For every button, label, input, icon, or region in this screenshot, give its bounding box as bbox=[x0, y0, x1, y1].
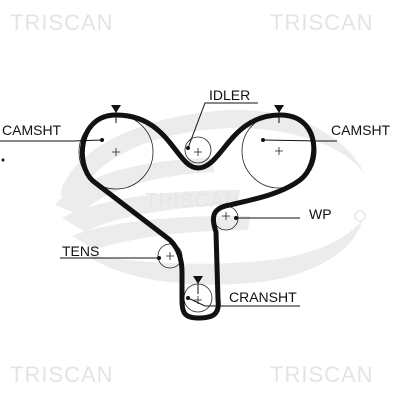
gates-logo-icon bbox=[55, 109, 366, 285]
timing-belt bbox=[79, 112, 317, 321]
label-camshaft-left: CAMSHT bbox=[2, 122, 62, 138]
crankshaft-leader bbox=[187, 297, 300, 307]
timing-mark-camshaft-left-icon bbox=[111, 105, 121, 113]
camshaft-left-leader bbox=[0, 139, 103, 142]
label-water-pump: WP bbox=[309, 206, 332, 222]
watermark-top-right: TRISCAN bbox=[270, 10, 374, 35]
camshaft-right-leader bbox=[262, 139, 337, 142]
label-crankshaft: CRANSHT bbox=[229, 289, 297, 305]
idler-pulley bbox=[184, 136, 212, 164]
watermark-bottom-left: TRISCAN bbox=[10, 362, 114, 387]
tensioner-center-icon bbox=[166, 252, 174, 260]
idler-leader bbox=[187, 102, 258, 149]
watermark-top-left: TRISCAN bbox=[10, 10, 114, 35]
edge-dot bbox=[1, 158, 5, 162]
label-idler: IDLER bbox=[209, 87, 251, 103]
camshaft-left-center-icon bbox=[112, 148, 120, 156]
idler-center-icon bbox=[194, 148, 202, 156]
timing-mark-crankshaft-icon bbox=[193, 276, 203, 284]
label-tensioner: TENS bbox=[62, 243, 100, 259]
label-camshaft-right: CAMSHT bbox=[331, 122, 391, 138]
camshaft-right-center-icon bbox=[275, 147, 283, 155]
watermark-bottom-right: TRISCAN bbox=[270, 362, 374, 387]
water-pump-center-icon bbox=[222, 212, 230, 220]
timing-mark-camshaft-right-icon bbox=[274, 105, 284, 113]
watermark-center: TRISCAN bbox=[145, 190, 240, 212]
